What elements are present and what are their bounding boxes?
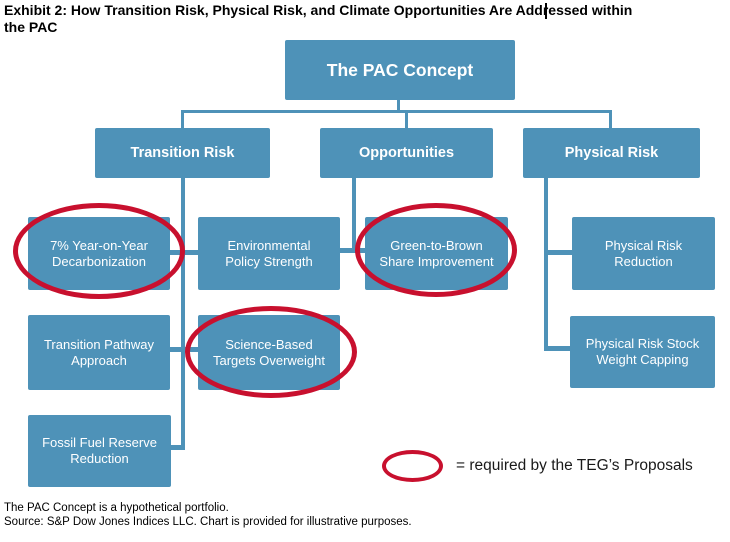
connector-root-stem xyxy=(397,100,400,112)
connector-drop-physical xyxy=(609,110,612,128)
required-ellipse-decarbonization xyxy=(13,203,185,299)
connector-physical-row2-stub xyxy=(547,250,572,255)
node-physical-risk: Physical Risk xyxy=(523,128,700,178)
connector-top-horizontal xyxy=(181,110,611,113)
node-opportunities: Opportunities xyxy=(320,128,493,178)
node-pac-concept: The PAC Concept xyxy=(285,40,515,100)
node-label: Transition Pathway Approach xyxy=(43,336,155,368)
exhibit-title: Exhibit 2: How Transition Risk, Physical… xyxy=(4,2,633,35)
connector-transition-vertical xyxy=(181,178,185,450)
node-label: The PAC Concept xyxy=(326,59,474,80)
connector-drop-transition xyxy=(181,110,184,128)
footnotes: The PAC Concept is a hypothetical portfo… xyxy=(4,501,412,529)
connector-physical-vertical xyxy=(544,178,548,351)
node-label: Physical Risk Stock Weight Capping xyxy=(585,336,700,367)
connector-transition-bottom-stub xyxy=(171,445,184,450)
text-cursor xyxy=(545,3,547,19)
required-ellipse-science-based-targets xyxy=(185,306,357,398)
node-label: Transition Risk xyxy=(130,145,235,161)
node-physical-risk-reduction: Physical Risk Reduction xyxy=(572,217,715,290)
node-environmental-policy: Environmental Policy Strength xyxy=(198,217,340,290)
node-fossil-fuel-reserve: Fossil Fuel Reserve Reduction xyxy=(28,415,171,487)
node-transition-pathway: Transition Pathway Approach xyxy=(28,315,170,390)
connector-opportunities-stub xyxy=(340,248,365,253)
footnote-source: Source: S&P Dow Jones Indices LLC. Chart… xyxy=(4,516,412,528)
required-ellipse-green-to-brown xyxy=(355,203,517,297)
connector-opportunities-vertical xyxy=(352,178,356,253)
node-label: Environmental Policy Strength xyxy=(225,237,313,269)
footnote-hypothetical: The PAC Concept is a hypothetical portfo… xyxy=(4,502,229,514)
node-label: Fossil Fuel Reserve Reduction xyxy=(42,435,157,466)
node-physical-risk-weight-capping: Physical Risk Stock Weight Capping xyxy=(570,316,715,388)
node-transition-risk: Transition Risk xyxy=(95,128,270,178)
legend-ellipse-icon xyxy=(382,450,443,482)
node-label: Opportunities xyxy=(358,145,455,161)
node-label: Physical Risk Reduction xyxy=(604,237,683,269)
connector-physical-row3-stub xyxy=(547,346,570,351)
node-label: Physical Risk xyxy=(564,145,659,161)
legend-label: = required by the TEG’s Proposals xyxy=(456,457,693,474)
connector-drop-opportunities xyxy=(405,110,408,128)
connector-transition-row3-stub xyxy=(170,347,198,352)
